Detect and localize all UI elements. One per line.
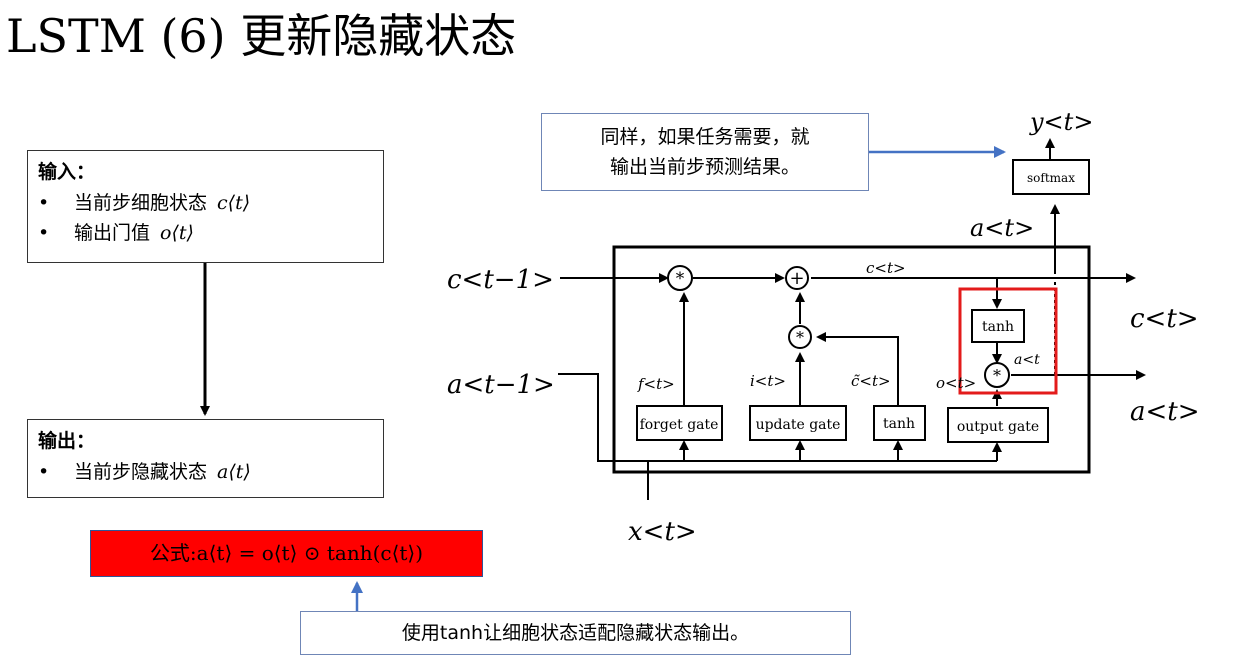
- label-i: i<t>: [750, 372, 786, 390]
- label-y: y<t>: [1029, 108, 1093, 136]
- softmax-box: [1012, 159, 1090, 195]
- svg-text:*: *: [676, 269, 685, 289]
- page-title: LSTM (6) 更新隐藏状态: [6, 9, 517, 63]
- note-top-line2: 输出当前步预测结果。: [609, 156, 800, 178]
- label-a-up: a<t>: [970, 214, 1034, 242]
- mult-update: *: [788, 325, 812, 349]
- input-item-math: c⟨t⟩: [217, 192, 251, 214]
- input-box: 输入： 当前步细胞状态 c⟨t⟩ 输出门值 o⟨t⟩: [27, 150, 384, 263]
- highlight-box: [958, 287, 1058, 395]
- label-c-prev: c<t−1>: [447, 265, 554, 295]
- svg-text:*: *: [796, 328, 804, 347]
- note-top-line1: 同样，如果任务需要，就: [600, 126, 810, 148]
- label-c-inner: c<t>: [866, 259, 906, 277]
- label-f: f<t>: [637, 375, 675, 393]
- svg-text:+: +: [789, 268, 804, 289]
- tanh-gate-label: tanh: [883, 416, 915, 432]
- output-item-text: 当前步隐藏状态: [74, 461, 208, 483]
- formula-box: 公式:a⟨t⟩ = o⟨t⟩ ⊙ tanh(c⟨t⟩): [90, 530, 483, 577]
- input-item-output-gate: 输出门值 o⟨t⟩: [38, 218, 383, 248]
- output-gate-label: output gate: [957, 419, 1039, 435]
- output-list: 当前步隐藏状态 a⟨t⟩: [28, 457, 383, 487]
- forget-gate-label: forget gate: [640, 417, 719, 433]
- mult-output: *: [984, 362, 1010, 388]
- plus-op: +: [785, 266, 809, 290]
- note-bottom-text: 使用tanh让细胞状态适配隐藏状态输出。: [401, 622, 750, 644]
- input-item-text: 输出门值: [74, 222, 151, 244]
- tanh-box: [971, 309, 1025, 343]
- output-item-hidden-state: 当前步隐藏状态 a⟨t⟩: [38, 457, 383, 487]
- label-a-prev: a<t−1>: [447, 370, 555, 400]
- input-item-text: 当前步细胞状态: [74, 192, 208, 214]
- label-o: o<t>: [936, 374, 976, 392]
- mult-forget: *: [667, 265, 693, 291]
- input-item-cell-state: 当前步细胞状态 c⟨t⟩: [38, 188, 383, 218]
- softmax-label: softmax: [1027, 171, 1075, 185]
- label-ctilde: c̃<t>: [851, 372, 891, 390]
- update-gate-box: [749, 405, 847, 441]
- input-list: 当前步细胞状态 c⟨t⟩ 输出门值 o⟨t⟩: [28, 188, 383, 248]
- lstm-cell-frame: [612, 245, 1091, 474]
- tanh-gate-box: [873, 405, 926, 441]
- output-heading: 输出：: [38, 430, 96, 452]
- label-a-inner: a<t: [1014, 352, 1040, 368]
- label-x: x<t>: [628, 517, 697, 547]
- output-gate-box: [947, 407, 1049, 443]
- output-box: 输出： 当前步隐藏状态 a⟨t⟩: [27, 419, 384, 498]
- svg-text:*: *: [993, 366, 1001, 385]
- note-bottom: 使用tanh让细胞状态适配隐藏状态输出。: [300, 611, 851, 655]
- note-top: 同样，如果任务需要，就 输出当前步预测结果。: [541, 113, 869, 191]
- label-a-out: a<t>: [1130, 397, 1200, 427]
- tanh-box-label: tanh: [982, 319, 1014, 335]
- update-gate-label: update gate: [756, 417, 841, 433]
- input-item-math: o⟨t⟩: [160, 222, 194, 244]
- input-heading: 输入：: [38, 161, 96, 183]
- forget-gate-box: [636, 405, 723, 441]
- arrow-ctilde: [816, 332, 899, 406]
- a-prev-path: [558, 373, 997, 462]
- label-c-out: c<t>: [1130, 304, 1199, 334]
- output-item-math: a⟨t⟩: [217, 461, 251, 483]
